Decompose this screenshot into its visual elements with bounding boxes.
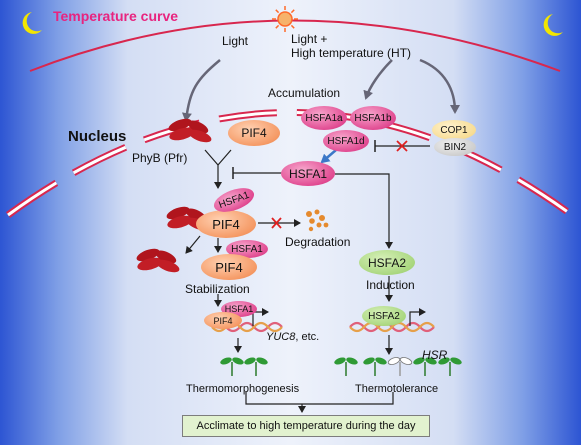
- moon-icon: [22, 12, 42, 34]
- bin2-pill: BIN2: [434, 138, 476, 156]
- light-ht-label-line1: Light +: [291, 32, 328, 46]
- degradation-label: Degradation: [285, 235, 351, 249]
- pif4-pill: PIF4: [196, 210, 256, 238]
- light-ht-label-line2: High temperature (HT): [291, 46, 412, 60]
- light-arrow: [181, 59, 221, 122]
- light-ht-cop1-arrow: [419, 58, 460, 114]
- hsfa1-pill: HSFA1: [281, 161, 335, 186]
- hsfa1a-pill: HSFA1a: [301, 106, 347, 130]
- hsfa2-pill: HSFA2: [359, 250, 415, 275]
- pif4-pill: PIF4: [201, 254, 257, 280]
- cop1-pill: COP1: [432, 120, 476, 140]
- dna-helix-icon: [349, 321, 435, 333]
- yuc8-gene: YUC8: [266, 331, 296, 343]
- pif4-pill: PIF4: [228, 120, 280, 146]
- nucleus-label: Nucleus: [68, 128, 127, 145]
- hsfa1b-pill: HSFA1b: [350, 106, 396, 130]
- stabilization-label: Stabilization: [185, 282, 250, 296]
- light-ht-arrow: [363, 59, 393, 100]
- moon-icon: [543, 14, 563, 36]
- hsfa1d-pill: HSFA1d: [323, 130, 369, 152]
- induction-label: Induction: [366, 278, 415, 292]
- seedling-icon: [218, 355, 270, 377]
- phyb-label: PhyB (Pfr): [132, 151, 188, 165]
- conclusion-box: Acclimate to high temperature during the…: [182, 415, 430, 437]
- phyb-dimer-icon: [167, 116, 213, 145]
- sun-icon: [272, 6, 298, 32]
- pif4-pill: PIF4: [204, 312, 242, 329]
- yuc8-suffix: , etc.: [295, 331, 320, 343]
- yuc8-label: YUC8, etc.: [266, 331, 319, 344]
- accumulation-label: Accumulation: [268, 86, 341, 100]
- degradation-fragments-icon: [306, 209, 329, 232]
- nuclear-envelope: [5, 109, 575, 218]
- light-label: Light: [221, 34, 249, 48]
- page-title: Temperature curve: [53, 8, 179, 24]
- hsfa1-pill: HSFA1: [226, 240, 268, 258]
- thermomorphogenesis-label: Thermomorphogenesis: [186, 383, 300, 395]
- seedling-icon: [332, 355, 464, 377]
- hsfa2-pill: HSFA2: [362, 306, 406, 326]
- thermotolerance-label: Thermotolerance: [355, 383, 439, 395]
- hsr-label: HSR: [422, 348, 448, 362]
- phyb-dimer-icon: [135, 246, 181, 275]
